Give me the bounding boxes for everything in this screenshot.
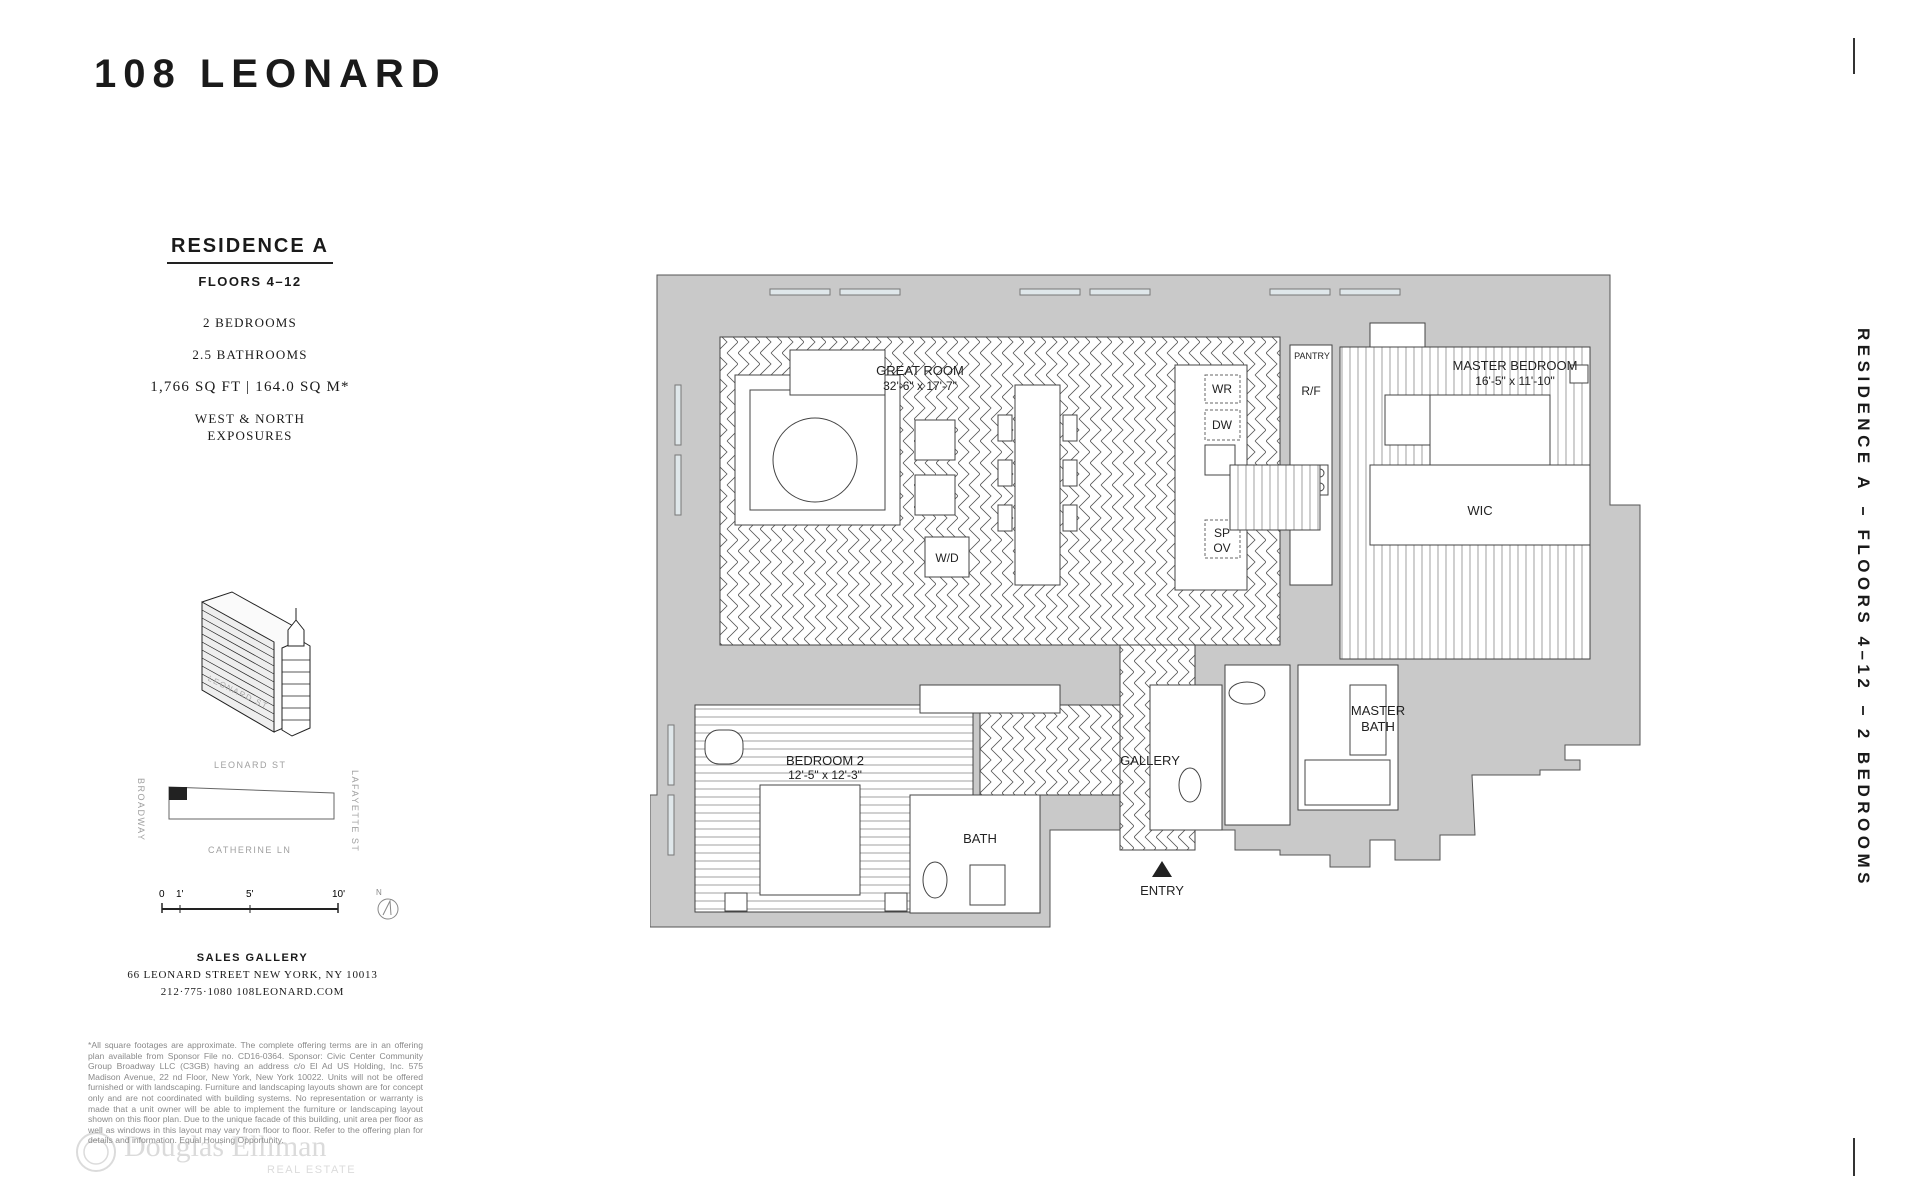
- watermark-name: Douglas Elliman: [124, 1130, 327, 1163]
- bedroom-2-armchair: [704, 729, 744, 765]
- bathrooms-count: 2.5 BATHROOMS: [192, 347, 308, 362]
- nightstand: [884, 892, 908, 912]
- sink-icon: [969, 864, 1006, 906]
- sp-label: SP: [1214, 526, 1230, 540]
- nightstand: [1569, 364, 1589, 384]
- key-plan-site-outline: [168, 786, 335, 820]
- bathtub-icon: [1304, 759, 1391, 806]
- bedroom-2-dim: 12'-5" x 12'-3": [788, 768, 862, 782]
- master-bedroom-label: MASTER BEDROOM: [1453, 358, 1578, 373]
- sales-address: 66 LEONARD STREET NEW YORK, NY 10013: [127, 969, 378, 981]
- north-arrow-icon: [377, 898, 399, 920]
- scale-tick-5: 5': [246, 889, 254, 900]
- entry-label: ENTRY: [1140, 883, 1184, 898]
- exposures-label: WEST & NORTH EXPOSURES: [120, 410, 380, 444]
- floor-plan: GREAT ROOM 32'-6" x 17'-7" MASTER BEDROO…: [650, 274, 1641, 928]
- exposures-line-2: EXPOSURES: [207, 428, 293, 443]
- scale-tick-1: 1': [176, 889, 184, 900]
- watermark-logo-icon: [76, 1132, 116, 1172]
- vertical-residence: RESIDENCE A: [1854, 328, 1873, 494]
- vertical-floors: FLOORS 4–12: [1854, 529, 1873, 693]
- north-label: N: [376, 888, 382, 897]
- catherine-ln-label: CATHERINE LN: [208, 845, 292, 855]
- nightstand: [724, 892, 748, 912]
- leonard-st-label: LEONARD ST: [214, 760, 287, 770]
- master-bath-label-2: BATH: [1361, 719, 1395, 734]
- closet-strip: [919, 684, 1061, 714]
- master-bath-label-1: MASTER: [1351, 703, 1405, 718]
- toilet-icon: [1228, 681, 1266, 705]
- vertical-title: RESIDENCE A FLOORS 4–12 2 BEDROOMS: [1848, 328, 1878, 888]
- walk-in-closet: [1369, 464, 1591, 546]
- dresser: [1369, 322, 1426, 348]
- watermark-subtitle: REAL ESTATE: [267, 1164, 357, 1176]
- ov-label: OV: [1213, 541, 1230, 555]
- great-room-dim: 32'-6" x 17'-7": [883, 379, 957, 393]
- gallery-label: GALLERY: [1120, 753, 1180, 768]
- broadway-label: BROADWAY: [136, 778, 146, 842]
- disclaimer-text: *All square footages are approximate. Th…: [88, 1040, 423, 1146]
- dw-label: DW: [1212, 418, 1233, 432]
- bath-label: BATH: [963, 831, 997, 846]
- building-isometric-illustration: [201, 591, 311, 737]
- pantry-label: PANTRY: [1294, 351, 1330, 361]
- windows: [667, 288, 1401, 856]
- brand-title: 108 LEONARD: [94, 52, 447, 96]
- dishwasher: [1204, 409, 1241, 441]
- sales-gallery: SALES GALLERY 66 LEONARD STREET NEW YORK…: [110, 952, 395, 998]
- coffee-table: [772, 417, 858, 503]
- great-room-label: GREAT ROOM: [876, 363, 964, 378]
- scale-tick-0: 0: [159, 889, 165, 900]
- corridor-closet: [1229, 464, 1321, 531]
- washer-dryer: [924, 536, 970, 578]
- hall-floor: [979, 704, 1126, 796]
- bottom-rule: [1853, 1138, 1855, 1176]
- key-plan-unit-marker: [169, 787, 187, 800]
- area-label: 1,766 SQ FT | 164.0 SQ M*: [150, 379, 350, 395]
- residence-title: RESIDENCE A: [167, 235, 333, 264]
- wr-label: WR: [1212, 382, 1232, 396]
- wine-refrigerator: [1204, 374, 1241, 404]
- watermark: Douglas Elliman REAL ESTATE: [72, 1126, 372, 1178]
- top-rule: [1853, 38, 1855, 74]
- armchair: [914, 474, 956, 516]
- media-console: [789, 349, 886, 396]
- bench: [1384, 394, 1431, 446]
- sales-heading: SALES GALLERY: [196, 952, 309, 964]
- key-plan: LEONARD ST CATHERINE LN BROADWAY LAFAYET…: [136, 760, 380, 860]
- exposures-line-1: WEST & NORTH: [194, 411, 306, 426]
- wic-label: WIC: [1467, 503, 1492, 518]
- toilet-icon: [922, 861, 948, 899]
- sales-contact: 212·775·1080 108LEONARD.COM: [160, 986, 345, 998]
- master-bedroom-dim: 16'-5" x 11'-10": [1475, 374, 1555, 388]
- vertical-separator: [1862, 507, 1864, 516]
- bedroom-2-bed: [759, 784, 861, 896]
- floors-label: FLOORS 4–12: [198, 274, 302, 289]
- residence-info: RESIDENCE A FLOORS 4–12 2 BEDROOMS 2.5 B…: [120, 235, 380, 444]
- armchair: [914, 419, 956, 461]
- dining-table: [1014, 384, 1061, 586]
- lafayette-st-label: LAFAYETTE ST: [350, 770, 360, 853]
- vertical-bedrooms: 2 BEDROOMS: [1854, 728, 1873, 888]
- wd-label: W/D: [935, 551, 959, 565]
- vertical-separator: [1862, 706, 1864, 715]
- bedroom-2-label: BEDROOM 2: [786, 753, 864, 768]
- entry-arrow-icon: [1152, 861, 1172, 877]
- bedrooms-count: 2 BEDROOMS: [203, 315, 297, 330]
- scale-tick-10: 10': [332, 889, 345, 900]
- rf-label: R/F: [1301, 384, 1320, 398]
- toilet-icon: [1178, 767, 1202, 803]
- double-vanity: [1349, 684, 1387, 756]
- master-bed: [1429, 394, 1551, 476]
- powder-room: [1149, 684, 1223, 831]
- scale-bar: 0 1' 5' 10' N: [159, 888, 399, 920]
